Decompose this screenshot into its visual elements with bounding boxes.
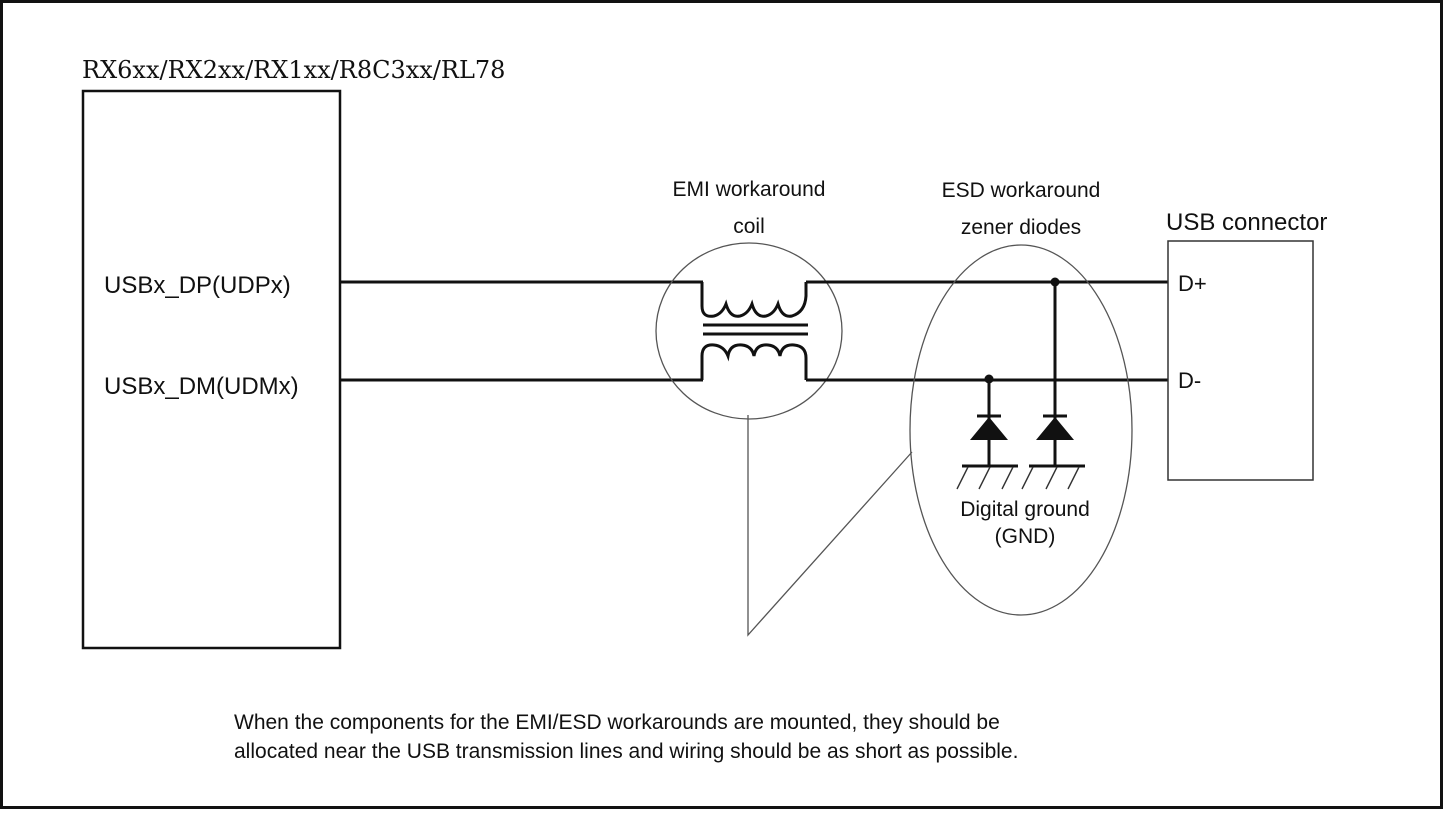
note-line2: allocated near the USB transmission line… <box>234 740 1018 763</box>
zener-diode-dp <box>1036 277 1074 466</box>
mcu-pin-dp-label: USBx_DP(UDPx) <box>104 272 291 299</box>
common-mode-coil-symbol <box>700 282 808 380</box>
usb-connector-box <box>1167 240 1314 481</box>
emi-label-line1: EMI workaround <box>673 178 826 201</box>
zener-diode-dm <box>970 374 1008 466</box>
callout-leader <box>747 415 913 637</box>
esd-label-line1: ESD workaround <box>942 179 1101 202</box>
ground-label-line1: Digital ground <box>960 498 1090 521</box>
ground-symbol <box>956 464 1085 490</box>
ground-label-line2: (GND) <box>995 525 1056 548</box>
esd-highlight-ellipse <box>909 244 1133 616</box>
usb-connector-title: USB connector <box>1166 209 1327 236</box>
mcu-pin-dm-label: USBx_DM(UDMx) <box>104 373 299 400</box>
esd-label-line2: zener diodes <box>961 216 1081 239</box>
usb-pin-dp-label: D+ <box>1178 271 1207 296</box>
emi-highlight-ellipse <box>655 242 843 420</box>
usb-pin-dm-label: D- <box>1178 368 1201 393</box>
mcu-title: RX6xx/RX2xx/RX1xx/R8C3xx/RL78 <box>82 56 505 84</box>
mcu-box <box>81 89 342 650</box>
note-line1: When the components for the EMI/ESD work… <box>234 711 1000 734</box>
emi-label-line2: coil <box>733 215 765 238</box>
